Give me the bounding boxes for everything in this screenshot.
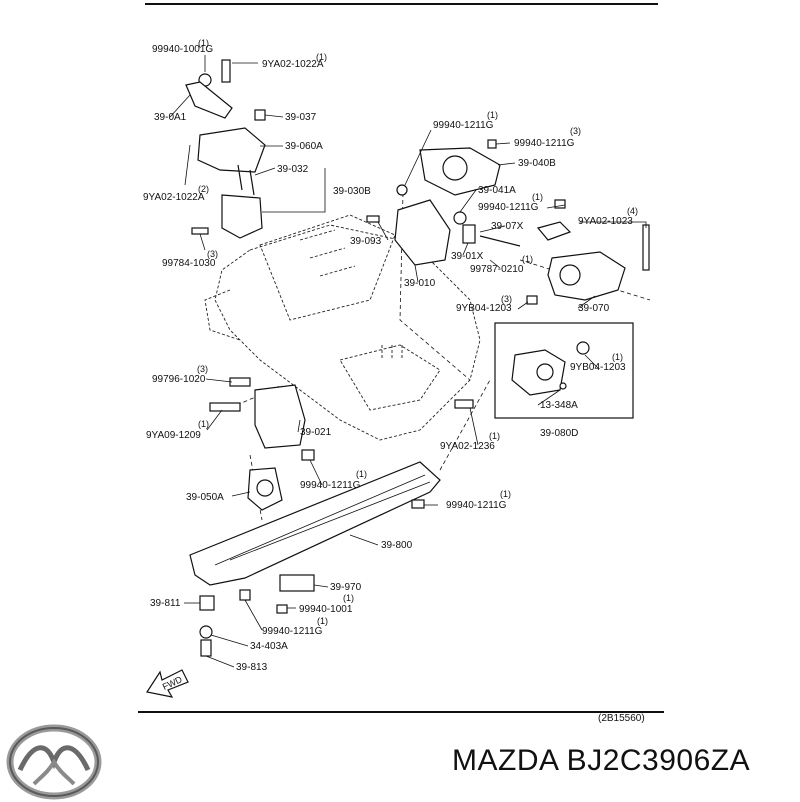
inset-detail-39-080D	[494, 322, 634, 419]
part-qty: (1)	[317, 616, 328, 626]
page-title: MAZDA BJ2C3906ZA	[452, 744, 751, 777]
part-number: 9YB04-1203	[570, 362, 626, 373]
leader-lines	[169, 55, 647, 668]
top-border-line	[145, 3, 658, 5]
part-number: 9YA02-1022A	[262, 59, 324, 70]
part-qty: (1)	[487, 110, 498, 120]
part-number: 39-037	[285, 112, 317, 123]
part-qty: (1)	[532, 192, 543, 202]
part-number: 99940-1211G	[514, 138, 575, 149]
part-qty: (1)	[522, 254, 533, 264]
fwd-arrow-icon: FWD	[146, 669, 189, 698]
part-qty: (3)	[197, 364, 208, 374]
part-number: 39-800	[381, 540, 413, 551]
part-number: 39-070	[578, 303, 610, 314]
part-number: 39-040B	[518, 158, 556, 169]
bottom-border-line	[138, 711, 664, 713]
part-number: 34-403A	[250, 641, 288, 652]
part-number: 99940-1001	[299, 604, 353, 615]
part-number: 9YA02-1022A	[143, 192, 205, 203]
part-qty: (1)	[612, 352, 623, 362]
part-number: 13-348A	[540, 400, 578, 411]
part-number: 9YA02-1023	[578, 216, 633, 227]
part-number: 9YA02-1236	[440, 441, 495, 452]
part-qty: (4)	[627, 206, 638, 216]
part-number: 39-060A	[285, 141, 323, 152]
part-qty: (3)	[570, 126, 581, 136]
crossmember-39-800	[189, 461, 441, 657]
part-number: 39-01X	[451, 251, 484, 262]
part-number: 99940-1211G	[433, 120, 494, 131]
part-qty: (1)	[489, 431, 500, 441]
part-number: 39-0A1	[154, 112, 187, 123]
engine-outline	[204, 214, 481, 441]
right-mount-group	[479, 199, 650, 305]
part-number: 39-041A	[478, 185, 516, 196]
part-labels: (1) 99940-1001G (1) 9YA02-1022A 39-0A1 3…	[143, 38, 638, 673]
lower-left-mount-group	[209, 377, 474, 511]
part-number: 99787-0210	[470, 264, 524, 275]
part-number: 39-080D	[540, 428, 578, 439]
part-number: 39-010	[404, 278, 436, 289]
part-number: 9YB04-1203	[456, 303, 512, 314]
part-number: 99796-1020	[152, 374, 206, 385]
part-number: 99940-1211G	[262, 626, 323, 637]
part-number: 99940-1001G	[152, 44, 213, 55]
upper-left-mount-group	[185, 59, 266, 239]
part-number: 39-07X	[491, 221, 524, 232]
part-qty: (1)	[500, 489, 511, 499]
part-qty: (3)	[501, 294, 512, 304]
part-qty: (1)	[198, 38, 209, 48]
part-number: 9YA09-1209	[146, 430, 201, 441]
part-number: 39-050A	[186, 492, 224, 503]
part-qty: (1)	[316, 52, 327, 62]
part-number: 39-030B	[333, 186, 371, 197]
part-number: 39-093	[350, 236, 382, 247]
part-number: 39-813	[236, 662, 268, 673]
part-number: 39-970	[330, 582, 362, 593]
part-qty: (1)	[343, 593, 354, 603]
part-number: 39-032	[277, 164, 309, 175]
part-qty: (1)	[356, 469, 367, 479]
mazda-logo-icon	[6, 724, 102, 800]
part-number: 99940-1211G	[478, 202, 539, 213]
part-number: 39-021	[300, 427, 332, 438]
part-number: 99784-1030	[162, 258, 216, 269]
part-number: 99940-1211G	[300, 480, 361, 491]
reference-code: (2B15560)	[598, 713, 645, 724]
part-qty: (2)	[198, 184, 209, 194]
upper-center-mount-group	[366, 139, 501, 266]
part-number: 39-811	[150, 598, 181, 609]
part-number: 99940-1211G	[446, 500, 507, 511]
part-qty: (3)	[207, 249, 218, 259]
part-qty: (1)	[198, 419, 209, 429]
